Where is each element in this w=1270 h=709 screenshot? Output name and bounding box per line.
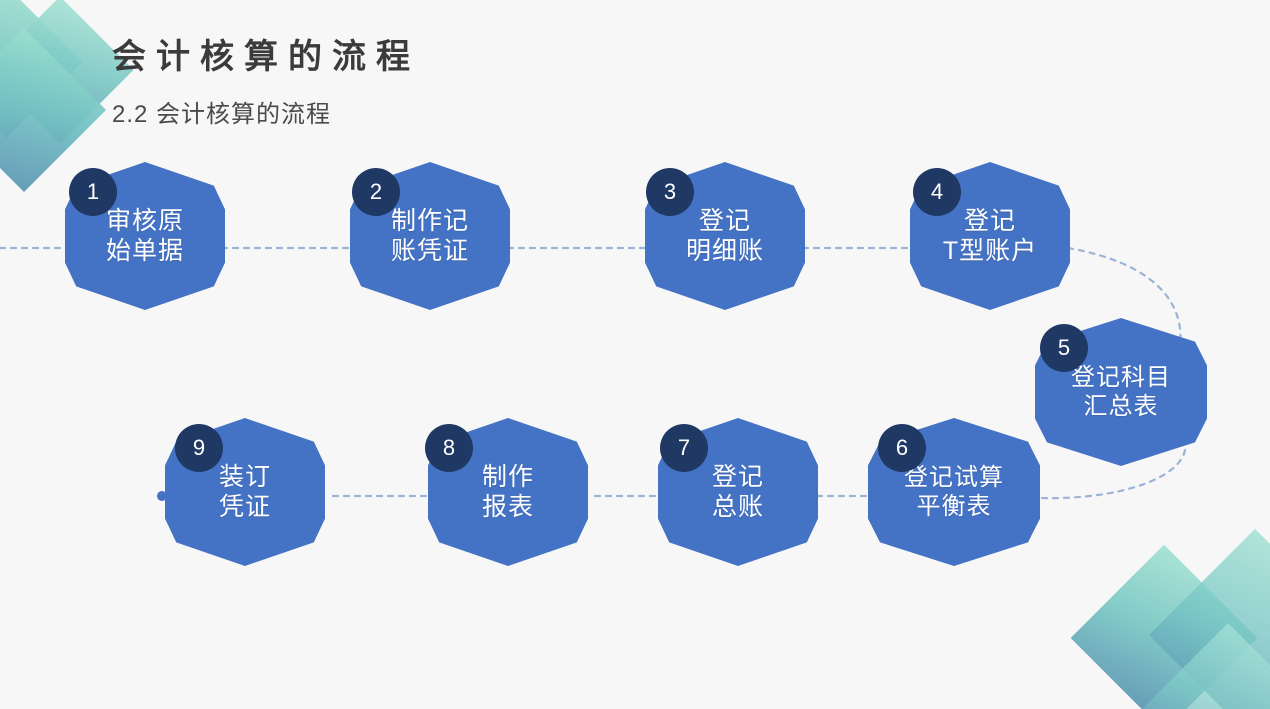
flow-step-label: 登记 T型账户 <box>942 206 1038 266</box>
flow-step-7[interactable]: 登记 总账 7 <box>658 418 818 566</box>
step-number-badge: 6 <box>878 424 926 472</box>
diamond-shape-bottom-right-3 <box>1143 623 1270 709</box>
flow-step-6[interactable]: 登记试算 平衡表 6 <box>868 418 1040 566</box>
flow-step-3[interactable]: 登记 明细账 3 <box>645 162 805 310</box>
slide-header: 会计核算的流程 2.2 会计核算的流程 <box>112 38 420 128</box>
step-number-badge: 3 <box>646 168 694 216</box>
page-title: 会计核算的流程 <box>112 38 420 76</box>
diamond-shape-bottom-right-2 <box>1148 528 1270 709</box>
flow-step-9[interactable]: 装订 凭证 9 <box>165 418 325 566</box>
step-number-badge: 8 <box>425 424 473 472</box>
flow-step-label: 制作记 账凭证 <box>390 206 469 266</box>
step-number-badge: 2 <box>352 168 400 216</box>
flow-step-label: 登记 明细账 <box>685 206 764 266</box>
step-number-badge: 9 <box>175 424 223 472</box>
diamond-shape-bottom-right-1 <box>1070 544 1258 709</box>
flow-step-2[interactable]: 制作记 账凭证 2 <box>350 162 510 310</box>
flow-step-label: 审核原 始单据 <box>105 206 184 266</box>
flow-step-label: 登记试算 平衡表 <box>904 463 1004 520</box>
flow-step-label: 登记科目 汇总表 <box>1071 363 1171 420</box>
step-number-badge: 4 <box>913 168 961 216</box>
step-number-badge: 1 <box>69 168 117 216</box>
step-number-badge: 7 <box>660 424 708 472</box>
flow-step-label: 装订 凭证 <box>218 462 271 522</box>
step-number-badge: 5 <box>1040 324 1088 372</box>
flow-step-8[interactable]: 制作 报表 8 <box>425 418 588 566</box>
flow-step-1[interactable]: 审核原 始单据 1 <box>65 162 225 310</box>
diamond-shape-top-left-1 <box>0 0 83 139</box>
flow-step-5[interactable]: 登记科目 汇总表 5 <box>1035 318 1207 466</box>
flow-step-label: 登记 总账 <box>711 462 764 522</box>
flow-step-4[interactable]: 登记 T型账户 4 <box>910 162 1070 310</box>
flow-step-label: 制作 报表 <box>481 462 534 522</box>
page-subtitle: 2.2 会计核算的流程 <box>112 101 332 128</box>
